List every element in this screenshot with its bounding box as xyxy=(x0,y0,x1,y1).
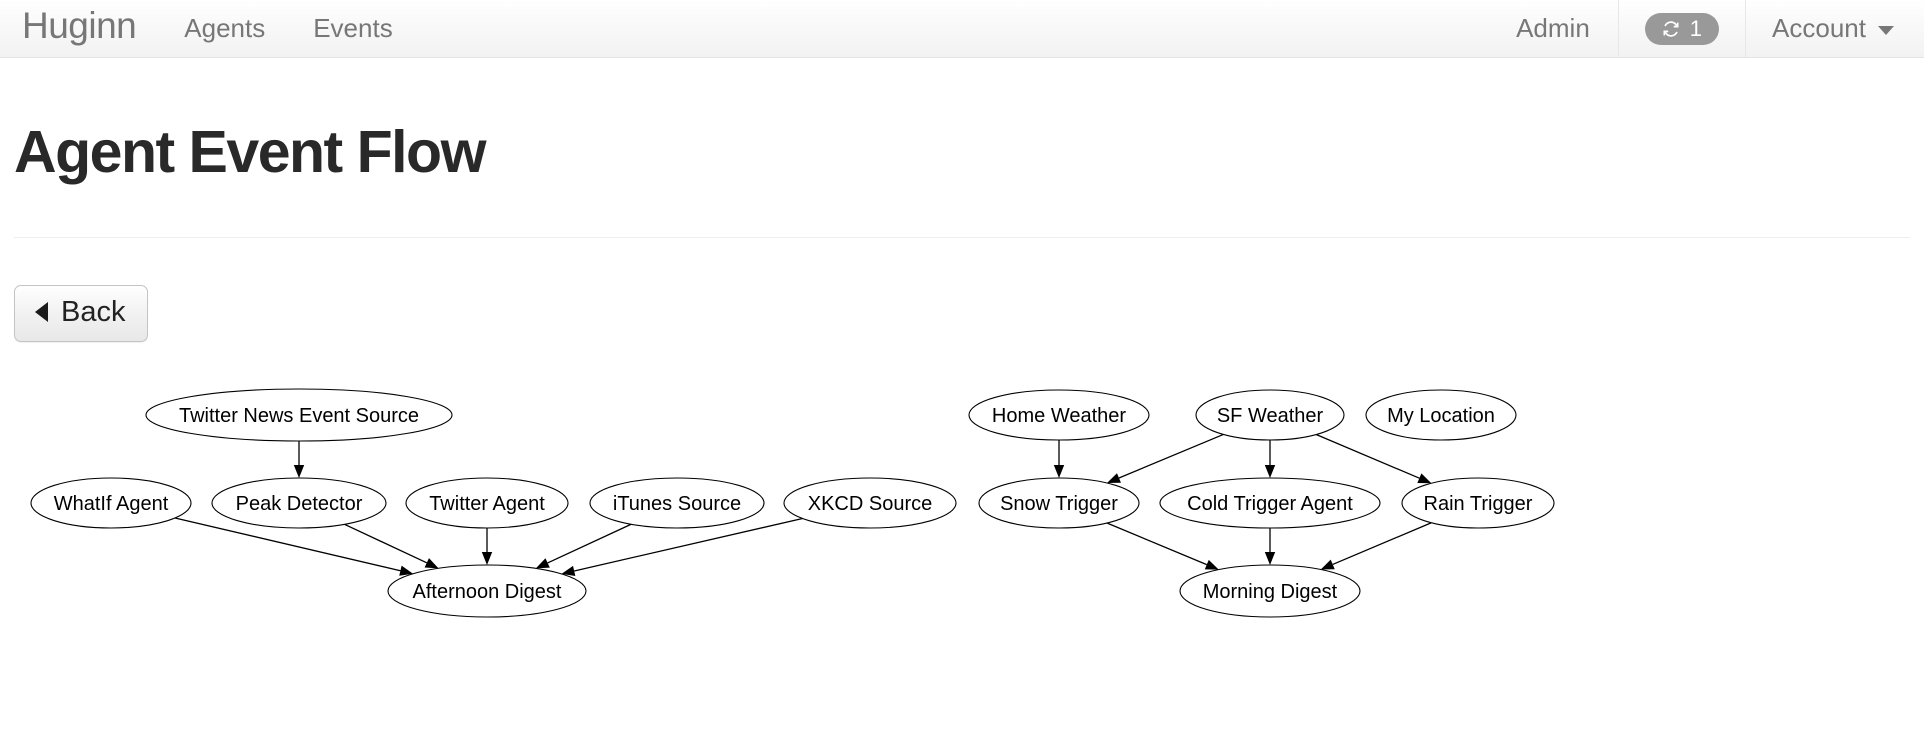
arrow-head xyxy=(561,565,576,576)
worker-status-badge[interactable]: 1 xyxy=(1644,12,1720,45)
arrow-head xyxy=(1264,551,1276,565)
node-ellipse xyxy=(589,477,765,529)
graph-node-peak_detector[interactable]: Peak Detector xyxy=(211,477,387,529)
node-label: Rain Trigger xyxy=(1424,493,1533,515)
graph-node-whatif_agent[interactable]: WhatIf Agent xyxy=(30,477,192,529)
graph-node-snow_trigger[interactable]: Snow Trigger xyxy=(978,477,1140,529)
graph-node-home_weather[interactable]: Home Weather xyxy=(968,389,1150,441)
arrow-head xyxy=(535,558,550,569)
back-button[interactable]: Back xyxy=(14,284,149,342)
worker-count: 1 xyxy=(1689,15,1703,41)
page-title: Agent Event Flow xyxy=(14,119,486,185)
arrow-head xyxy=(1106,473,1121,483)
arrow-head xyxy=(399,565,414,576)
arrow-head xyxy=(424,558,439,569)
edge-home_weather-to-snow_trigger xyxy=(1053,439,1065,478)
primary-nav: Agents Events xyxy=(160,0,416,57)
node-label: WhatIf Agent xyxy=(54,493,169,515)
edge-whatif_agent-to-afternoon_digest xyxy=(174,517,414,576)
arrow-head xyxy=(1417,473,1432,484)
arrow-head xyxy=(1204,559,1219,570)
edge-sf_weather-to-snow_trigger xyxy=(1106,433,1224,483)
graph-node-cold_trigger_agent[interactable]: Cold Trigger Agent xyxy=(1159,477,1381,529)
edge-rain_trigger-to-morning_digest xyxy=(1320,522,1432,570)
node-label: My Location xyxy=(1387,405,1495,427)
arrow-head xyxy=(481,551,493,565)
edge-cold_trigger_agent-to-morning_digest xyxy=(1264,527,1276,565)
worker-status-cell[interactable]: 1 xyxy=(1617,0,1747,57)
brand-logo[interactable]: Huginn xyxy=(22,5,137,46)
arrow-head xyxy=(1264,464,1276,478)
graph-node-morning_digest[interactable]: Morning Digest xyxy=(1179,564,1361,618)
title-divider xyxy=(14,236,1910,238)
graph-node-rain_trigger[interactable]: Rain Trigger xyxy=(1401,477,1555,529)
edge-snow_trigger-to-morning_digest xyxy=(1106,522,1219,570)
node-label: iTunes Source xyxy=(613,493,741,515)
node-ellipse xyxy=(1401,477,1555,529)
edges-layer xyxy=(174,433,1432,576)
node-label: Peak Detector xyxy=(236,493,363,515)
node-ellipse xyxy=(211,477,387,529)
node-label: Twitter News Event Source xyxy=(179,405,419,427)
node-label: Cold Trigger Agent xyxy=(1187,493,1353,515)
nav-link-admin[interactable]: Admin xyxy=(1516,13,1590,43)
account-dropdown[interactable]: Account xyxy=(1746,0,1924,57)
edge-sf_weather-to-cold_trigger_agent xyxy=(1264,439,1276,478)
arrow-head xyxy=(1053,464,1065,478)
node-label: SF Weather xyxy=(1217,405,1324,427)
page-container: Agent Event Flow Back Twitter News Event… xyxy=(0,58,1924,690)
node-label: Morning Digest xyxy=(1203,581,1338,603)
edge-sf_weather-to-rain_trigger xyxy=(1315,433,1432,484)
edge-twitter_agent-to-afternoon_digest xyxy=(481,527,493,565)
secondary-nav: Admin 1 Account xyxy=(1488,0,1924,57)
graph-node-itunes_source[interactable]: iTunes Source xyxy=(589,477,765,529)
nav-link-events[interactable]: Events xyxy=(313,13,393,43)
node-ellipse xyxy=(145,388,453,442)
node-label: Home Weather xyxy=(992,405,1126,427)
refresh-icon xyxy=(1660,18,1682,40)
node-label: XKCD Source xyxy=(808,493,933,515)
top-navbar: Huginn Agents Events Admin 1 Account xyxy=(0,0,1924,58)
node-label: Afternoon Digest xyxy=(413,581,562,603)
back-button-label: Back xyxy=(61,295,126,328)
node-ellipse xyxy=(783,477,957,529)
node-label: Twitter Agent xyxy=(429,493,545,515)
graph-node-twitter_agent[interactable]: Twitter Agent xyxy=(405,477,569,529)
edge-itunes_source-to-afternoon_digest xyxy=(535,523,632,569)
node-ellipse xyxy=(1195,389,1345,441)
nav-link-agents[interactable]: Agents xyxy=(184,13,266,43)
node-ellipse xyxy=(405,477,569,529)
graph-node-xkcd_source[interactable]: XKCD Source xyxy=(783,477,957,529)
graph-node-my_location[interactable]: My Location xyxy=(1365,389,1517,441)
node-ellipse xyxy=(1159,477,1381,529)
node-ellipse xyxy=(1179,564,1361,618)
node-ellipse xyxy=(968,389,1150,441)
arrow-head xyxy=(1320,559,1335,570)
arrow-head xyxy=(293,464,305,478)
node-ellipse xyxy=(30,477,192,529)
node-label: Snow Trigger xyxy=(1000,493,1118,515)
graph-node-sf_weather[interactable]: SF Weather xyxy=(1195,389,1345,441)
chevron-left-icon xyxy=(35,302,48,323)
graph-node-afternoon_digest[interactable]: Afternoon Digest xyxy=(387,564,587,618)
node-ellipse xyxy=(387,564,587,618)
chevron-down-icon xyxy=(1878,26,1894,35)
account-label: Account xyxy=(1772,13,1866,43)
edge-xkcd_source-to-afternoon_digest xyxy=(561,517,803,576)
node-ellipse xyxy=(1365,389,1517,441)
node-ellipse xyxy=(978,477,1140,529)
graph-node-twitter_news_event_source[interactable]: Twitter News Event Source xyxy=(145,388,453,442)
edge-peak_detector-to-afternoon_digest xyxy=(344,523,439,569)
edge-twitter_news_event_source-to-peak_detector xyxy=(293,440,305,478)
